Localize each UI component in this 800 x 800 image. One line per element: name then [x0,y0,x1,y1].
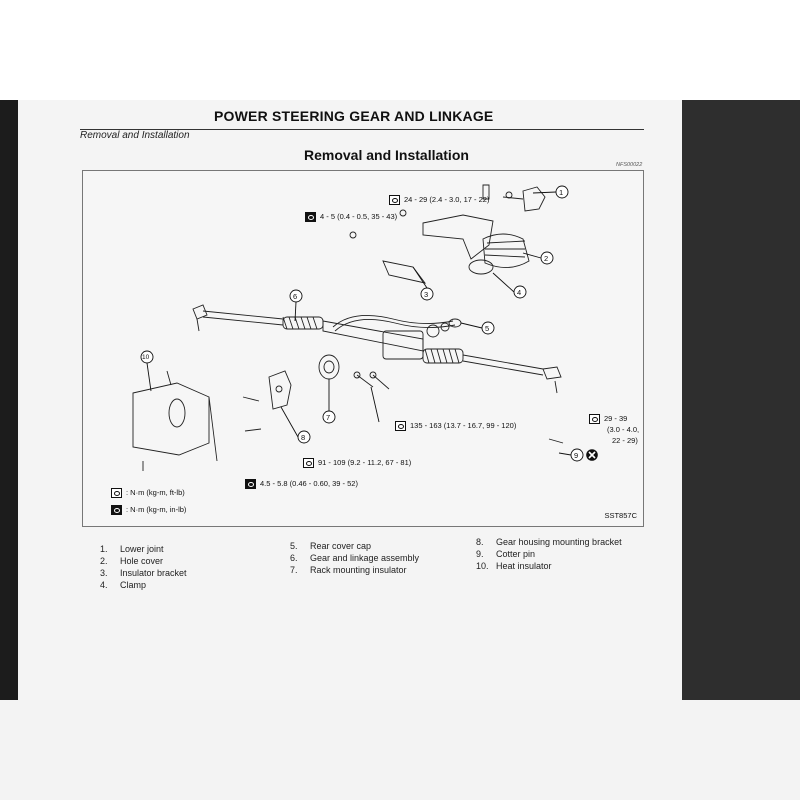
bolts [353,371,390,390]
callout-label: 3 [424,290,429,299]
leader-lines [146,191,572,456]
callout-label: 7 [326,413,331,422]
heat-insulator-drawing [132,370,218,471]
rear-cover-cap [448,318,462,328]
callout-label: 4 [517,288,522,297]
callout-label: 1 [559,188,564,197]
callouts [140,185,584,462]
torque-ft-lb-icon [389,195,400,206]
callout-label: 6 [293,292,298,301]
section-label: Removal and Installation [80,130,190,141]
callout-label: 9 [574,451,579,460]
torque-ft-lb-icon [111,488,122,499]
torque-in-lb-icon [305,212,316,223]
torque-spec-2: 4 - 5 (0.4 - 0.5, 35 - 43) [305,212,397,223]
callout-label: 8 [301,433,306,442]
torque-in-lb-icon [111,505,122,516]
monitor-bezel-left [0,100,18,700]
fluid-lines [332,314,454,328]
list-item: 6.Gear and linkage assembly [290,553,420,563]
section-title: Removal and Installation [304,147,469,163]
torque-in-lb-icon [245,479,256,490]
torque-ft-lb-icon [589,414,600,425]
exploded-diagram: 1 2 3 4 5 6 7 8 9 10 24 - 29 (2.4 - 3.0,… [82,170,644,527]
list-item: 2.Hole cover [100,556,164,566]
gear-housing [382,330,424,360]
figure-code: SST857C [604,511,637,520]
list-item: 1.Lower joint [100,544,164,554]
list-item: 4.Clamp [100,580,147,590]
tie-rod-ends [192,304,564,444]
background-top [0,0,800,100]
background-bottom [0,700,800,800]
torque-spec-6: 29 - 39 [589,414,627,425]
page-title: POWER STEERING GEAR AND LINKAGE [214,108,494,124]
torque-ft-lb-icon [395,421,406,432]
clamp-ring [468,259,494,275]
callout-label: 2 [544,254,549,263]
list-item: 3.Insulator bracket [100,568,187,578]
legend-in-lb: : N·m (kg-m, in-lb) [111,505,186,516]
hole-cover [482,233,530,268]
diagram-drawing [132,184,598,471]
list-item: 5.Rear cover cap [290,541,372,551]
callout-label: 10 [142,354,150,361]
parts-list-col-1: 1.Lower joint 2.Hole cover 3.Insulator b… [100,543,187,591]
insulator-bracket [349,209,494,284]
torque-spec-4: 91 - 109 (9.2 - 11.2, 67 - 81) [303,458,411,469]
cotter-pin-x-icon [586,449,598,461]
list-item: 8.Gear housing mounting bracket [476,537,622,547]
callout-label: 5 [485,324,490,333]
rack-mounting-insulator [318,354,340,380]
torque-ft-lb-icon [303,458,314,469]
list-item: 9.Cotter pin [476,549,536,559]
document-page: POWER STEERING GEAR AND LINKAGE Removal … [18,100,682,700]
parts-list-col-2: 5.Rear cover cap 6.Gear and linkage asse… [290,540,419,576]
header-rule [80,129,644,130]
torque-spec-1: 24 - 29 (2.4 - 3.0, 17 - 22) [389,195,489,206]
parts-list-col-3: 8.Gear housing mounting bracket 9.Cotter… [476,536,622,572]
legend-ft-lb: : N·m (kg-m, ft-lb) [111,488,185,499]
list-item: 10.Heat insulator [476,561,552,571]
torque-spec-6-line3: 22 - 29) [612,436,638,445]
rack-assembly [202,310,544,376]
monitor-bezel-right [682,100,800,700]
torque-spec-3: 135 - 163 (13.7 - 16.7, 99 - 120) [395,421,516,432]
list-item: 7.Rack mounting insulator [290,565,407,575]
lower-joint [482,184,546,212]
mounting-bracket [242,370,292,432]
torque-spec-6-line2: (3.0 - 4.0, [607,425,640,434]
torque-spec-5: 4.5 - 5.8 (0.46 - 0.60, 39 - 52) [245,479,358,490]
document-code: NFS00022 [616,162,643,168]
